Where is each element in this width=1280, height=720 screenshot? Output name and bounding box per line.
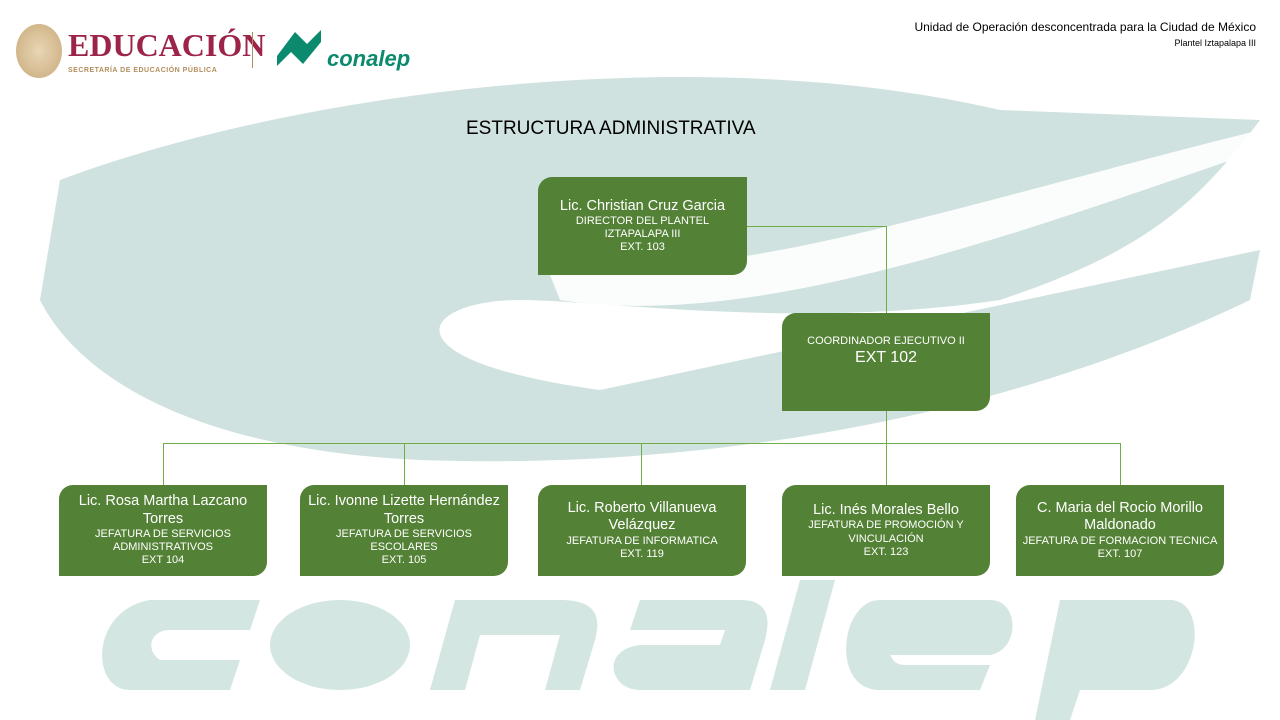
department-ext: EXT. 105 <box>381 554 427 567</box>
page-title: ESTRUCTURA ADMINISTRATIVA <box>466 118 756 139</box>
department-name: C. Maria del Rocio Morillo Maldonado <box>1037 499 1203 534</box>
director-role: DIRECTOR DEL PLANTEL <box>575 214 710 227</box>
connector <box>404 443 405 485</box>
connector <box>747 226 887 227</box>
department-role: JEFATURA DE SERVICIOS ESCOLARES <box>336 528 472 554</box>
coordinator-role: COORDINADOR EJECUTIVO II <box>807 335 965 347</box>
connector <box>886 411 887 443</box>
department-role: JEFATURA DE SERVICIOS ADMINISTRATIVOS <box>95 528 231 554</box>
conalep-logo-text: conalep <box>327 46 411 71</box>
department-ext: EXT. 107 <box>1097 547 1143 560</box>
department-role: JEFATURA DE FORMACION TECNICA <box>1022 534 1218 547</box>
department-role: JEFATURA DE INFORMATICA <box>566 534 718 547</box>
educacion-logo-text: EDUCACIÓN <box>68 26 266 63</box>
department-name: Lic. Roberto Villanueva Velázquez <box>567 499 717 534</box>
connector <box>641 443 642 485</box>
department-name: Lic. Rosa Martha Lazcano Torres <box>78 493 248 527</box>
department-name: Lic. Ivonne Lizette Hernández Torres <box>308 493 500 527</box>
department-ext: EXT. 123 <box>863 545 909 558</box>
department-box: C. Maria del Rocio Morillo Maldonado JEF… <box>1016 485 1224 576</box>
director-ext: EXT. 103 <box>620 241 665 254</box>
department-box: Lic. Roberto Villanueva Velázquez JEFATU… <box>538 485 746 576</box>
mexico-seal-icon <box>16 24 62 78</box>
department-box: Lic. Ivonne Lizette Hernández Torres JEF… <box>300 485 508 576</box>
conalep-watermark-letters <box>102 580 1195 720</box>
connector <box>886 226 887 313</box>
educacion-logo: EDUCACIÓN SECRETARÍA DE EDUCACIÓN PÚBLIC… <box>16 24 265 78</box>
logo-divider <box>252 32 253 68</box>
connector <box>886 443 887 485</box>
plantel-label: Plantel Iztapalapa III <box>1174 38 1256 48</box>
director-box: Lic. Christian Cruz Garcia DIRECTOR DEL … <box>538 177 747 275</box>
connector <box>163 443 1121 444</box>
department-ext: EXT. 119 <box>620 547 664 560</box>
department-box: Lic. Inés Morales Bello JEFATURA DE PROM… <box>782 485 990 576</box>
unit-label: Unidad de Operación desconcentrada para … <box>914 20 1256 34</box>
director-name: Lic. Christian Cruz Garcia <box>559 197 726 214</box>
department-ext: EXT 104 <box>141 554 185 567</box>
conalep-logo: conalep <box>273 26 413 74</box>
connector <box>1120 443 1121 485</box>
connector <box>163 443 164 485</box>
conalep-symbol-icon <box>277 30 321 66</box>
department-box: Lic. Rosa Martha Lazcano Torres JEFATURA… <box>59 485 267 576</box>
coordinator-box: COORDINADOR EJECUTIVO II EXT 102 <box>782 313 990 411</box>
director-plantel: IZTAPALAPA III <box>604 228 681 241</box>
coordinator-ext: EXT 102 <box>855 349 917 367</box>
educacion-logo-subtext: SECRETARÍA DE EDUCACIÓN PÚBLICA <box>68 66 218 74</box>
department-role: JEFATURA DE PROMOCIÓN Y VINCULACIÓN <box>808 519 964 545</box>
department-name: Lic. Inés Morales Bello <box>813 502 959 519</box>
